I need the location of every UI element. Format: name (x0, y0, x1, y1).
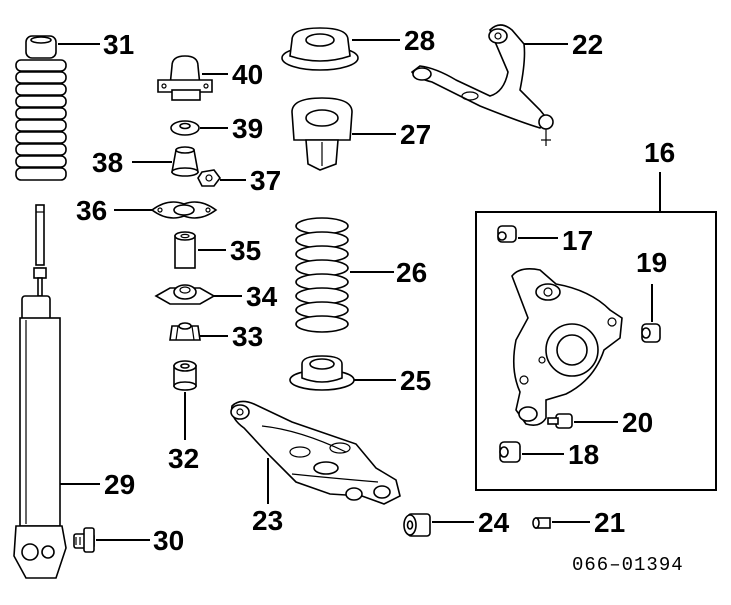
callout-27: 27 (400, 119, 431, 150)
part-26-coil-spring (295, 217, 349, 333)
callout-26: 26 (396, 257, 427, 288)
assembly-16-box (475, 211, 717, 491)
part-31-dust-boot (15, 35, 67, 181)
callout-34: 34 (246, 281, 278, 312)
part-27-insulator (291, 97, 353, 171)
callout-17: 17 (562, 225, 593, 256)
callout-36: 36 (76, 195, 107, 226)
callout-28: 28 (404, 25, 435, 56)
part-25-lower-seat (289, 355, 355, 391)
callout-35: 35 (230, 235, 261, 266)
diagram-code: 066–01394 (572, 554, 684, 576)
callout-24: 24 (478, 507, 510, 538)
part-19-bushing (641, 323, 661, 343)
part-23-lower-arm (230, 400, 401, 505)
part-21-bushing (532, 517, 551, 529)
part-39-washer (170, 120, 200, 136)
part-20-bolt (547, 413, 573, 429)
callout-18: 18 (568, 439, 599, 470)
part-32-bushing (173, 360, 197, 391)
callout-16: 16 (644, 137, 675, 168)
callout-25: 25 (400, 365, 431, 396)
part-37-nut (197, 169, 221, 187)
part-34-mount (154, 284, 216, 305)
callout-23: 23 (252, 505, 283, 536)
callout-30: 30 (153, 525, 184, 556)
callout-19: 19 (636, 247, 667, 278)
callout-32: 32 (168, 443, 199, 474)
callout-22: 22 (572, 29, 603, 60)
part-33-nut (169, 322, 201, 341)
callout-40: 40 (232, 59, 263, 90)
callout-37: 37 (250, 165, 281, 196)
part-17-bushing (497, 225, 517, 243)
callout-31: 31 (103, 29, 134, 60)
part-36-gasket (150, 201, 218, 219)
callout-38: 38 (92, 147, 123, 178)
callout-21: 21 (594, 507, 625, 538)
part-40-bump-stop (157, 55, 213, 101)
part-28-upper-seat (281, 27, 359, 71)
part-35-spacer (174, 231, 196, 269)
part-29-shock-absorber (13, 204, 67, 579)
part-knuckle (511, 268, 623, 426)
callout-39: 39 (232, 113, 263, 144)
part-24-bushing (403, 513, 431, 537)
callout-29: 29 (104, 469, 135, 500)
part-30-bolt (73, 527, 95, 553)
callout-33: 33 (232, 321, 263, 352)
callout-20: 20 (622, 407, 653, 438)
part-38-bushing (171, 146, 199, 177)
part-18-bushing (499, 441, 521, 463)
